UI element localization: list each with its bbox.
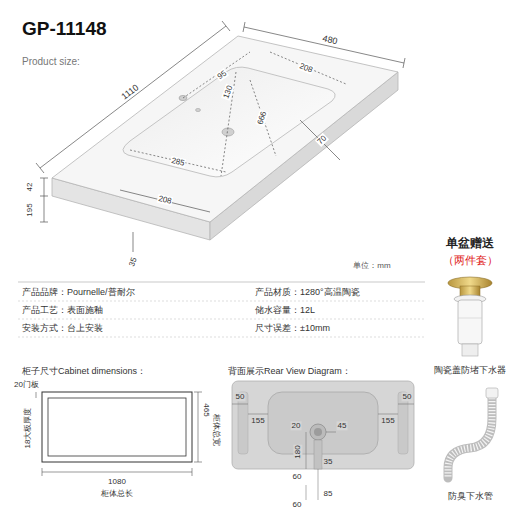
spec-text: 安装方式：台上安装 xyxy=(22,323,103,333)
dimension-label: 42 xyxy=(25,182,34,193)
dimension-label: 45 xyxy=(337,421,348,430)
dimension-label: 柜体总长 xyxy=(101,489,133,498)
dimension-label: Product size: xyxy=(22,56,80,68)
drain-fitting xyxy=(448,277,492,356)
dimension-label: 60 xyxy=(293,472,302,481)
dimension-label: 50 xyxy=(402,392,413,401)
cabinet-outline xyxy=(36,392,202,476)
dimension-label: 195 xyxy=(25,202,34,217)
dimension-label: 50 xyxy=(235,392,246,401)
dimension-label: 180 xyxy=(293,444,302,459)
dimension-lines xyxy=(36,21,405,252)
dimension-label: 35 xyxy=(323,457,334,466)
dimension-label: 柜体总宽 xyxy=(211,414,220,446)
dimension-label: 20门板 xyxy=(14,380,39,389)
gift-text: 单盆赠送 xyxy=(446,237,494,251)
spec-text: 产品品牌：Pournelle/普耐尔 xyxy=(22,287,135,297)
spec-text: 储水容量：12L xyxy=(255,305,315,315)
drain-hose xyxy=(448,388,498,478)
dimension-label: 60 xyxy=(293,500,302,509)
rear-view xyxy=(232,381,414,500)
gift-text: 防臭下水管 xyxy=(448,491,493,501)
dimension-label: 背面展示Rear View Diagram： xyxy=(228,366,351,376)
spec-text: 尺寸误差：±10mm xyxy=(255,323,330,333)
spec-text: 产品材质：1280°高温陶瓷 xyxy=(255,287,360,297)
sink-illustration xyxy=(52,36,398,240)
title: GP-11148 xyxy=(22,18,107,40)
dimension-label: 35 xyxy=(127,255,139,268)
dimension-label: 18大板厚度 xyxy=(23,408,32,449)
table-rules xyxy=(18,301,425,337)
dimension-label: 1080 xyxy=(108,477,126,486)
dimension-label: 20 xyxy=(291,421,302,430)
gift-text: 陶瓷盖防堵下水器 xyxy=(434,365,506,375)
dimension-label: 85 xyxy=(324,489,333,498)
divider xyxy=(18,282,425,283)
dimension-label: 465 xyxy=(201,403,210,416)
dimension-label: 155 xyxy=(250,416,265,425)
spec-text: 产品工艺：表面施釉 xyxy=(22,305,103,315)
gift-text: （两件套） xyxy=(443,254,498,267)
dimension-label: 柜子尺寸Cabinet dimensions： xyxy=(22,366,146,376)
dimension-label: 155 xyxy=(380,416,395,425)
dimension-label: 单位：mm xyxy=(353,261,390,270)
